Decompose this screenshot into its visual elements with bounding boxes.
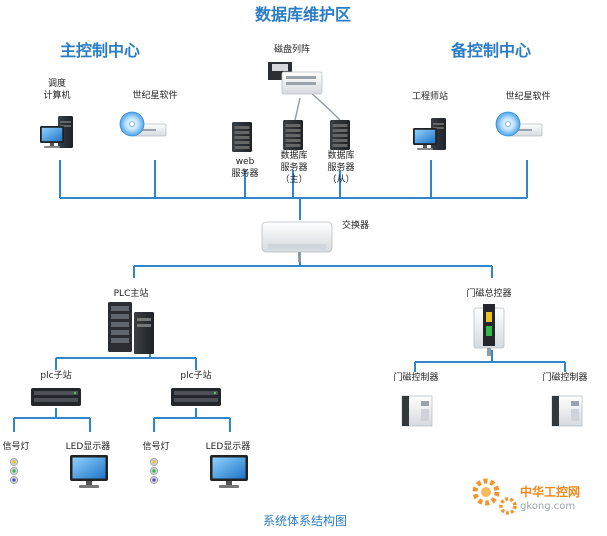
disk-array-label: 磁盘列阵 — [274, 43, 310, 55]
cd-software-backup-device — [495, 111, 543, 137]
diagram-caption: 系统体系结构图 — [263, 513, 347, 528]
plc-sub-2-device — [171, 388, 221, 406]
plc-sub-1-label: plc子站 — [40, 369, 71, 381]
software-backup-label: 世纪星软件 — [505, 90, 550, 102]
db-server-backup-label-1: 数据库 — [327, 149, 354, 161]
web-server-device — [232, 122, 252, 152]
led-1-label: LED显示器 — [66, 441, 111, 452]
signal-light-1-device — [9, 457, 19, 485]
signal-light-2-label: 信号灯 — [142, 440, 169, 452]
led-2-label: LED显示器 — [206, 441, 251, 452]
door-master-label: 门磁总控器 — [466, 287, 511, 299]
switch-label: 交换器 — [342, 219, 369, 231]
db-server-backup-label-2: 服务器 — [327, 161, 354, 173]
watermark-cn: 中华工控网 — [520, 484, 580, 499]
gkong-watermark-logo — [472, 478, 517, 515]
plc-main-label: PLC主站 — [114, 287, 149, 299]
db-server-main-label-3: （主） — [280, 173, 307, 185]
plc-sub-1-device — [31, 388, 81, 406]
signal-light-2-device — [149, 457, 159, 485]
dispatch-computer-label-1: 调度 — [48, 77, 66, 89]
web-server-label-2: 服务器 — [231, 167, 258, 179]
cd-software-main-device — [119, 111, 167, 137]
dispatch-computer-device — [40, 116, 73, 148]
led-2-device — [210, 455, 248, 488]
door-master-device — [473, 304, 505, 356]
switch-device — [261, 221, 333, 262]
engineer-station-device — [413, 118, 446, 150]
db-server-backup-device — [330, 120, 350, 150]
db-server-main-label-1: 数据库 — [280, 149, 307, 161]
storage-cables — [294, 91, 341, 121]
disk-array-device — [268, 62, 323, 95]
engineer-station-label: 工程师站 — [412, 90, 448, 102]
backup-center-label: 备控制中心 — [450, 41, 531, 60]
db-server-main-device — [283, 120, 303, 150]
db-server-backup-label-3: （从） — [327, 174, 354, 185]
watermark-en: gkong.com — [520, 501, 575, 512]
diagram-title: 数据库维护区 — [255, 5, 351, 24]
db-server-main-label-2: 服务器 — [280, 161, 307, 173]
dispatch-computer-label-2: 计算机 — [43, 89, 70, 101]
signal-light-1-label: 信号灯 — [2, 440, 29, 452]
software-main-label: 世纪星软件 — [132, 89, 177, 101]
door-ctrl-1-device — [401, 395, 433, 427]
led-1-device — [70, 455, 108, 488]
network-lines — [13, 160, 566, 432]
plc-sub-2-label: plc子站 — [180, 369, 211, 381]
door-ctrl-2-label: 门磁控制器 — [542, 371, 587, 383]
door-ctrl-2-device — [551, 395, 583, 427]
main-center-label: 主控制中心 — [60, 41, 140, 60]
door-ctrl-1-label: 门磁控制器 — [393, 371, 438, 383]
web-server-label-1: web — [236, 157, 255, 167]
plc-main-device — [108, 302, 154, 354]
